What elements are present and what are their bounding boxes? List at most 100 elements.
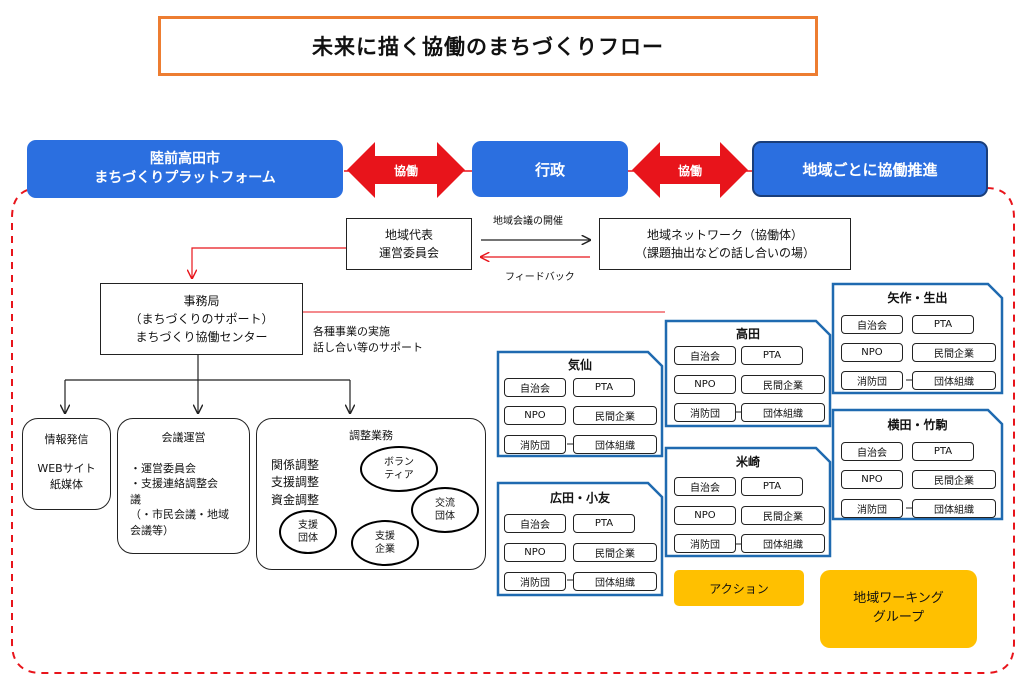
area-yonesaki-title: 米崎: [735, 455, 760, 469]
org-company: 民間企業: [912, 470, 996, 489]
page-title-text: 未来に描く協働のまちづくりフロー: [312, 35, 664, 59]
committee-line-2: 運営委員会: [378, 246, 439, 260]
org-npo: NPO: [674, 375, 736, 394]
platform-line-1: 陸前高田市: [150, 151, 220, 168]
gov-label: 行政: [534, 160, 565, 179]
exchange-line-2: 団体: [435, 511, 455, 522]
support-company-line-1: 支援: [375, 530, 395, 542]
committee-line-1: 地域代表: [384, 228, 433, 242]
org-pta: PTA: [912, 315, 974, 334]
org-npo: NPO: [841, 343, 903, 362]
meeting-arrow-label: 地域会議の開催: [493, 216, 563, 227]
office-line-1: 事務局: [183, 294, 220, 308]
meeting-line-5: 会議等）: [130, 523, 174, 537]
page-title: 未来に描く協働のまちづくりフロー: [158, 16, 818, 76]
office-line-3: まちづくり協働センター: [135, 330, 268, 344]
regional-box: 地域ごとに協働推進: [752, 141, 988, 197]
org-fire: 消防団: [504, 435, 566, 454]
office-box: 事務局 （まちづくりのサポート） まちづくり協働センター: [100, 283, 303, 355]
dashed-boundary: [11, 187, 1015, 674]
org-group: 団体組織: [912, 371, 996, 390]
org-pta: PTA: [741, 477, 803, 496]
org-company: 民間企業: [573, 406, 657, 425]
info-line-2: 紙媒体: [50, 477, 83, 491]
org-jichikai: 自治会: [841, 442, 903, 461]
meeting-line-1: ・運営委員会: [130, 462, 196, 475]
org-npo: NPO: [504, 543, 566, 562]
support-company-line-2: 企業: [375, 544, 395, 555]
org-jichikai: 自治会: [674, 346, 736, 365]
org-fire: 消防団: [674, 403, 736, 422]
org-jichikai: 自治会: [504, 378, 566, 397]
org-company: 民間企業: [741, 375, 825, 394]
double-arrow-icon: [632, 142, 748, 198]
area-takata: 高田 自治会 PTA NPO 民間企業 消防団 団体組織: [666, 321, 830, 426]
exchange-line-1: 交流: [435, 497, 455, 509]
org-group: 団体組織: [741, 534, 825, 553]
kyodo-arrow-right: 協働: [632, 142, 748, 198]
org-fire: 消防団: [504, 572, 566, 591]
working-group-line-1: 地域ワーキング: [853, 591, 944, 607]
org-fire: 消防団: [841, 371, 903, 390]
org-fire: 消防団: [674, 534, 736, 553]
area-hirota: 広田・小友 自治会 PTA NPO 民間企業 消防団 団体組織: [498, 483, 662, 595]
kyodo-right-label: 協働: [677, 163, 702, 178]
org-pta: PTA: [912, 442, 974, 461]
org-company: 民間企業: [573, 543, 657, 562]
area-kesen: 気仙 自治会 PTA NPO 民間企業 消防団 団体組織: [498, 352, 662, 456]
meeting-line-3: 議: [130, 492, 141, 506]
org-jichikai: 自治会: [841, 315, 903, 334]
kyodo-arrow-left: 協働: [347, 142, 465, 198]
org-company: 民間企業: [741, 506, 825, 525]
org-group: 団体組織: [912, 499, 996, 518]
volunteer-line-1: ボラン: [384, 456, 414, 468]
meeting-line-4: （・市民会議・地域: [130, 508, 229, 522]
volunteer-line-2: ティア: [384, 470, 414, 481]
double-arrow-icon: [347, 142, 465, 198]
working-group-line-2: グループ: [872, 610, 925, 625]
org-group: 団体組織: [573, 435, 657, 454]
org-pta: PTA: [741, 346, 803, 365]
support-company-ellipse: 支援 企業: [351, 520, 419, 566]
info-line-1: WEBサイト: [37, 462, 96, 475]
org-company: 民間企業: [912, 343, 996, 362]
coord-line-1: 関係調整: [271, 458, 320, 472]
action-label: アクション: [709, 581, 769, 596]
area-yokota-title: 横田・竹駒: [887, 418, 948, 432]
org-group: 団体組織: [573, 572, 657, 591]
area-yahagi-title: 矢作・生出: [887, 291, 948, 305]
network-line-1: 地域ネットワーク（協働体）: [646, 228, 803, 242]
meeting-box: 会議運営 ・運営委員会 ・支援連絡調整会 議 （・市民会議・地域 会議等）: [117, 418, 250, 554]
area-yonesaki: 米崎 自治会 PTA NPO 民間企業 消防団 団体組織: [666, 448, 830, 556]
area-hirota-title: 広田・小友: [549, 491, 610, 505]
network-box: 地域ネットワーク（協働体） （課題抽出などの話し合いの場）: [599, 218, 851, 270]
meeting-line-2: ・支援連絡調整会: [130, 477, 218, 491]
area-takata-title: 高田: [735, 327, 760, 341]
feedback-arrow-label: フィードバック: [505, 272, 575, 283]
area-kesen-title: 気仙: [567, 358, 592, 372]
area-yokota: 横田・竹駒 自治会 PTA NPO 民間企業 消防団 団体組織: [833, 410, 1002, 519]
volunteer-ellipse: ボラン ティア: [360, 446, 438, 492]
info-box-title: 情報発信: [44, 433, 89, 446]
office-line-2: （まちづくりのサポート）: [129, 312, 274, 326]
area-yahagi: 矢作・生出 自治会 PTA NPO 民間企業 消防団 団体組織: [833, 284, 1002, 393]
support-group-line-1: 支援: [298, 519, 318, 531]
org-jichikai: 自治会: [674, 477, 736, 496]
network-line-2: （課題抽出などの話し合いの場）: [634, 246, 815, 260]
coord-line-3: 資金調整: [271, 492, 320, 507]
office-note-line-2: 話し合い等のサポート: [313, 340, 423, 354]
regional-label: 地域ごとに協働推進: [802, 160, 938, 179]
coord-box-title: 調整業務: [349, 429, 393, 442]
coord-line-2: 支援調整: [271, 475, 320, 490]
meeting-box-title: 会議運営: [161, 431, 206, 444]
support-group-ellipse: 支援 団体: [279, 510, 337, 554]
org-npo: NPO: [504, 406, 566, 425]
platform-line-2: まちづくりプラットフォーム: [94, 170, 276, 186]
exchange-ellipse: 交流 団体: [411, 487, 479, 533]
gov-box: 行政: [472, 141, 628, 197]
kyodo-left-label: 協働: [393, 163, 418, 178]
org-group: 団体組織: [741, 403, 825, 422]
org-pta: PTA: [573, 514, 635, 533]
org-npo: NPO: [841, 470, 903, 489]
